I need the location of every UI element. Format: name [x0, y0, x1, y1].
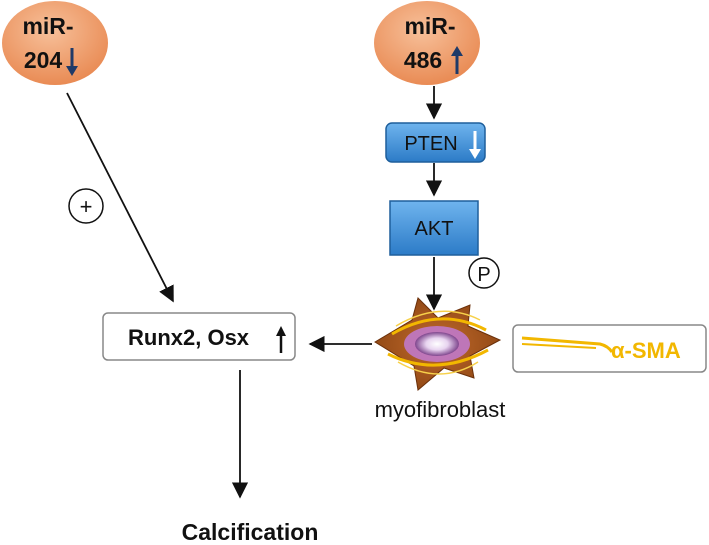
akt-box	[389, 200, 479, 256]
mir486-oval	[374, 1, 480, 85]
plus-badge: +	[68, 188, 104, 224]
myofibroblast-label: myofibroblast	[375, 397, 506, 422]
mir486-node: miR- 486	[374, 1, 480, 85]
phospho-label: P	[477, 264, 490, 286]
up-arrow-icon	[276, 326, 286, 353]
runx-node: Runx2, Osx	[102, 312, 296, 361]
mir486-label-line2: 486	[404, 47, 442, 73]
phosphorylation-badge: P	[468, 257, 500, 289]
calcification-label: Calcification	[182, 519, 319, 545]
akt-node: AKT	[389, 200, 479, 256]
runx-label: Runx2, Osx	[128, 325, 250, 350]
akt-label: AKT	[415, 218, 454, 240]
down-arrow-icon	[66, 48, 78, 76]
up-arrow-icon	[451, 46, 463, 74]
sma-legend: α-SMA	[512, 324, 707, 373]
myofibroblast-cell-icon	[374, 297, 502, 391]
sma-fiber-icon	[521, 336, 614, 353]
mir204-label-line2: 204	[24, 47, 63, 73]
arrow-mir204-to-runx	[66, 92, 174, 303]
runx-box	[102, 312, 296, 361]
plus-label: +	[80, 194, 93, 219]
mir204-label-line1: miR-	[22, 13, 73, 39]
pten-label: PTEN	[404, 133, 457, 155]
down-arrow-icon	[469, 131, 481, 159]
sma-label: α-SMA	[611, 338, 681, 363]
mir204-node: miR- 204	[2, 1, 108, 85]
pten-node: PTEN	[385, 122, 486, 163]
pten-box	[385, 122, 486, 163]
mir204-oval	[2, 1, 108, 85]
mir486-label-line1: miR-	[404, 13, 455, 39]
